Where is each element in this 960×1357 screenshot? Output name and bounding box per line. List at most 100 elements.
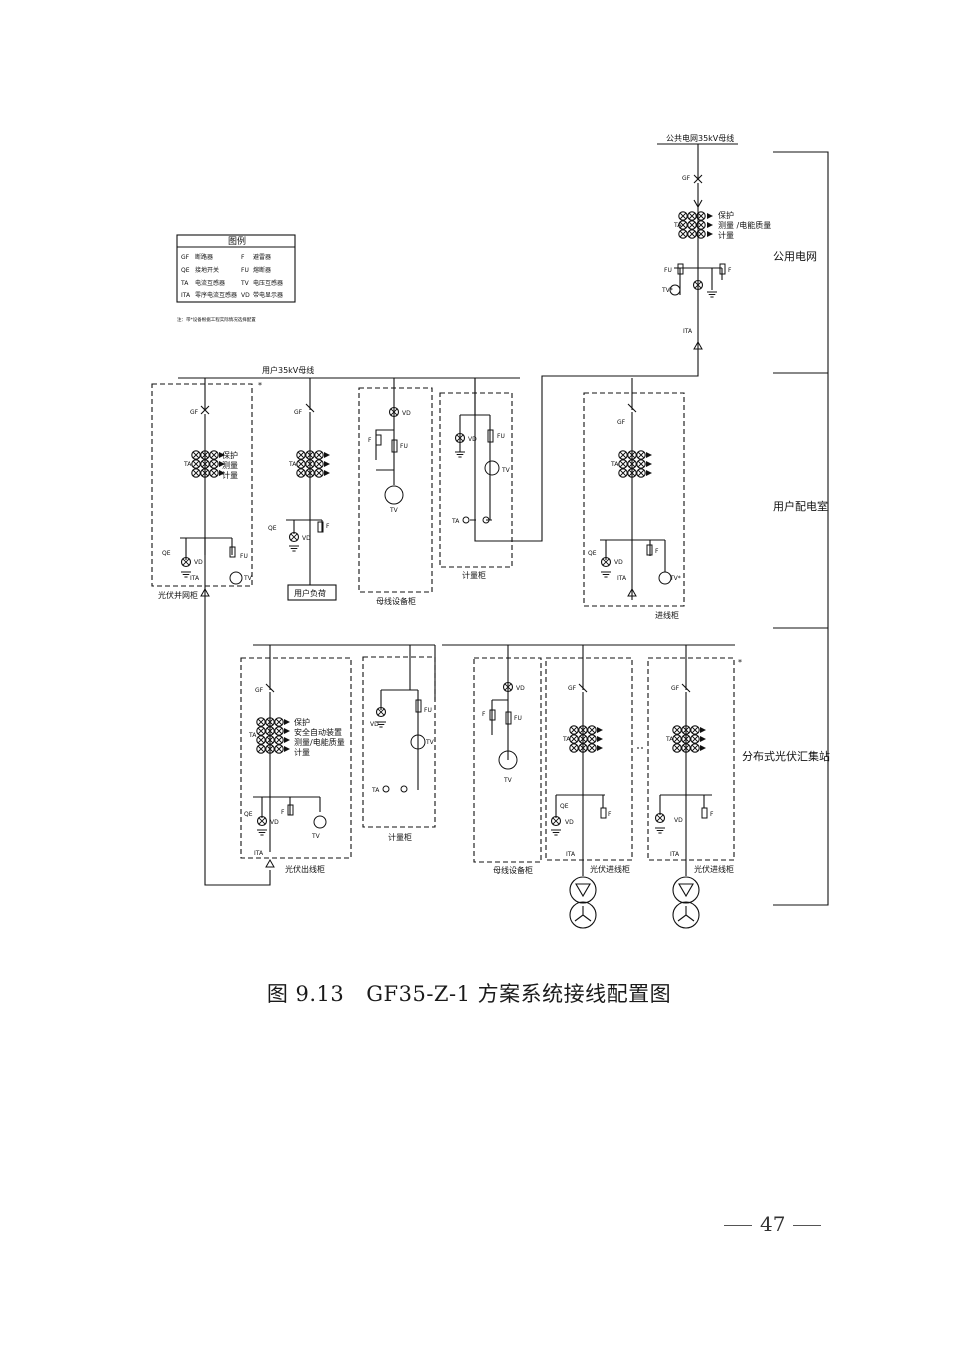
code-fu-bus-top: FU bbox=[400, 443, 408, 450]
code-ta-pv-out: TA bbox=[248, 732, 257, 739]
cabinet-bus-equip-top-label: 母线设备柜 bbox=[376, 596, 416, 606]
legend-code-ita: ITA bbox=[181, 292, 191, 299]
legend-code-ta: TA bbox=[180, 280, 189, 287]
legend-code-f: F bbox=[241, 254, 245, 261]
legend-note: 注：带*设备根据工程实际情况选择配置 bbox=[177, 316, 256, 323]
code-vd-meter-bottom: VD bbox=[370, 721, 379, 728]
code-ita-pv-out: ITA bbox=[254, 850, 264, 857]
code-vd-pv-grid: VD bbox=[194, 559, 203, 566]
legend-title: 图例 bbox=[228, 235, 246, 247]
code-gf-incoming: GF bbox=[617, 419, 626, 426]
code-gf-pv-in-1: GF bbox=[568, 685, 577, 692]
code-qe-pv-grid: QE bbox=[162, 550, 171, 557]
code-ta-incoming: TA bbox=[610, 461, 619, 468]
bus-public-label: 公共电网35kV母线 bbox=[666, 133, 734, 143]
code-gf-pv-grid: GF bbox=[190, 409, 199, 416]
code-tv-meter-bottom: TV bbox=[425, 739, 435, 746]
page-number: 47 bbox=[716, 1212, 829, 1236]
page-number-text: 47 bbox=[760, 1212, 786, 1236]
cabinet-incoming-label: 进线柜 bbox=[655, 610, 679, 620]
legend-code-fu: FU bbox=[241, 267, 249, 274]
code-star-pv-grid: * bbox=[258, 381, 262, 390]
zone-pv-station: 分布式光伏汇集站 bbox=[742, 749, 830, 763]
code-ita-pv-grid: ITA bbox=[190, 575, 200, 582]
code-ta-user-load: TA bbox=[288, 461, 297, 468]
legend-text-gf: 断路器 bbox=[195, 253, 213, 261]
dash-right bbox=[793, 1225, 822, 1226]
code-ta-pv-grid: TA bbox=[183, 461, 192, 468]
code-fu-public: FU bbox=[664, 267, 672, 274]
code-vd-pv-out: VD bbox=[270, 819, 279, 826]
code-fu-pv-grid: FU bbox=[240, 553, 248, 560]
code-f-public: F bbox=[728, 267, 732, 274]
code-tv-meter-top: TV bbox=[501, 467, 511, 474]
zone-user-room: 用户配电室 bbox=[773, 499, 828, 513]
code-ita-pv-in-1: ITA bbox=[566, 851, 576, 858]
cabinet-user-load-label: 用户负荷 bbox=[294, 588, 326, 598]
code-ta-pv-in-1: TA bbox=[562, 736, 571, 743]
code-ita-pv-in-2: ITA bbox=[670, 851, 680, 858]
bus-user-label: 用户35kV母线 bbox=[262, 365, 314, 375]
code-gf-pv-in-2: GF bbox=[671, 685, 680, 692]
code-qe-pv-in-1: QE bbox=[560, 803, 569, 810]
cabinet-metering-bottom-label: 计量柜 bbox=[388, 832, 412, 842]
label-measure-pv-grid: 测量 bbox=[222, 461, 238, 470]
code-gf-public: GF bbox=[682, 175, 691, 182]
legend-text-tv: 电压互感器 bbox=[253, 279, 283, 287]
code-f-pv-out: F bbox=[281, 809, 285, 816]
cabinet-metering-top-label: 计量柜 bbox=[462, 570, 486, 580]
legend-text-ta: 电流互感器 bbox=[195, 279, 225, 287]
code-ta-pv-in-2: TA bbox=[665, 736, 674, 743]
code-tv-pv-out: TV bbox=[311, 833, 321, 840]
code-f-bus-bottom: F bbox=[482, 711, 486, 718]
label-measure-pv-out: 测量/电能质量 bbox=[294, 737, 345, 747]
legend-text-qe: 接地开关 bbox=[195, 266, 219, 274]
code-tv-incoming: TV* bbox=[669, 575, 681, 582]
code-vd-pv-in-2: VD bbox=[674, 817, 683, 824]
label-safety-pv-out: 安全自动装置 bbox=[294, 727, 342, 737]
label-protect-public: 保护 bbox=[718, 210, 734, 220]
code-fu-bus-bottom: FU bbox=[514, 715, 522, 722]
code-tv-public: TV* bbox=[661, 287, 673, 294]
code-tv-bus-top: TV bbox=[389, 507, 399, 514]
code-vd-pv-in-1: VD bbox=[565, 819, 574, 826]
legend-text-fu: 熔断器 bbox=[253, 266, 271, 274]
cabinet-pv-incoming-2-label: 光伏进线柜 bbox=[694, 864, 734, 874]
code-vd-incoming: VD bbox=[614, 559, 623, 566]
cabinet-pv-incoming-1-label: 光伏进线柜 bbox=[590, 864, 630, 874]
label-meter-pv-out: 计量 bbox=[294, 747, 310, 757]
code-f-incoming: F bbox=[655, 548, 659, 555]
code-vd-bus-bottom: VD bbox=[516, 685, 525, 692]
code-f-bus-top: F bbox=[368, 437, 372, 444]
code-ita-incoming: ITA bbox=[617, 575, 627, 582]
cabinet-pv-outgoing-label: 光伏出线柜 bbox=[285, 864, 325, 874]
figure-number: 图 9.13 bbox=[266, 982, 345, 1006]
code-vd-user-load: VD bbox=[302, 535, 311, 542]
code-ita-public: ITA bbox=[683, 328, 693, 335]
legend-text-vd: 带电显示器 bbox=[253, 291, 283, 299]
cabinet-bus-equip-bottom-label: 母线设备柜 bbox=[493, 865, 533, 875]
legend-text-f: 避雷器 bbox=[253, 253, 271, 261]
code-f-user-load: F bbox=[326, 523, 330, 530]
code-qe-pv-out: QE bbox=[244, 811, 253, 818]
legend-text-ita: 零序电流互感器 bbox=[195, 291, 237, 299]
label-protect-pv-grid: 保护 bbox=[222, 450, 238, 460]
legend-code-vd: VD bbox=[241, 292, 250, 299]
code-tv-bus-bottom: TV bbox=[503, 777, 513, 784]
label-measure-public: 测量 /电能质量 bbox=[718, 220, 771, 230]
code-f-pv-in-1: F bbox=[608, 811, 612, 818]
code-f-pv-in-2: F bbox=[710, 811, 714, 818]
label-protect-pv-out: 保护 bbox=[294, 717, 310, 727]
dash-left bbox=[724, 1225, 752, 1226]
code-ta-meter-top: TA bbox=[451, 518, 460, 525]
code-qe-incoming: QE bbox=[588, 550, 597, 557]
code-fu-meter-top: FU bbox=[497, 433, 505, 440]
code-tv-pv-grid: TV bbox=[243, 575, 253, 582]
label-meter-pv-grid: 计量 bbox=[222, 470, 238, 480]
code-vd-meter-top: VD bbox=[468, 436, 477, 443]
cabinet-pv-grid-label: 光伏并网柜 bbox=[158, 590, 198, 600]
code-ta-public: TA bbox=[673, 222, 682, 229]
legend-code-gf: GF bbox=[181, 254, 190, 261]
